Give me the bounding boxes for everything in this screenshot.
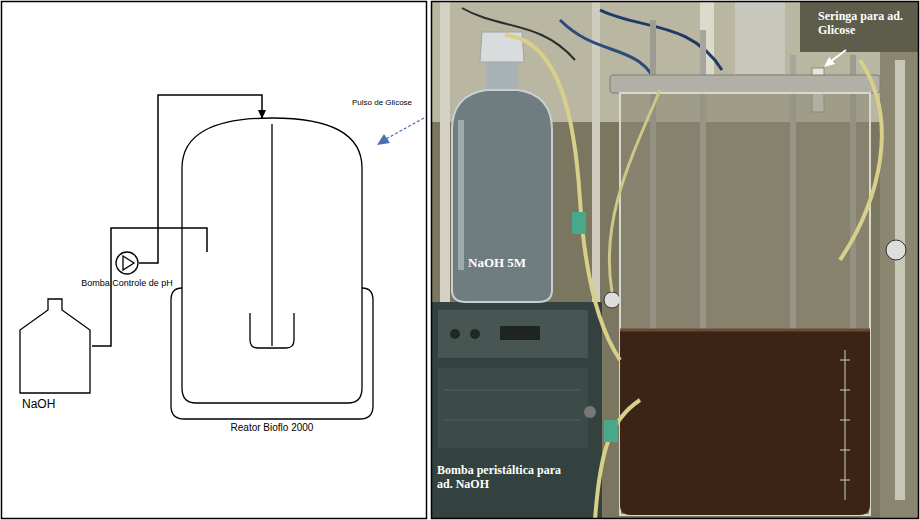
pointer-arrow <box>830 50 846 62</box>
silicone-tube <box>609 90 660 292</box>
pressure-gauge <box>886 240 906 260</box>
broth-surface <box>620 329 870 332</box>
lab-pipe <box>895 60 905 500</box>
vessel-outline <box>182 118 362 403</box>
silicone-tube <box>840 60 882 260</box>
node-label: Bomba Controle de pH <box>81 278 173 288</box>
knob <box>450 329 460 339</box>
pump-triangle <box>123 256 134 270</box>
photo-label: Seringa para ad. Glicose <box>818 10 906 38</box>
pointer-arrow-head <box>824 57 835 67</box>
controller-panel <box>438 310 588 358</box>
pulse-arrow-head <box>377 134 390 145</box>
tube-clamp <box>604 420 618 442</box>
silicone-tube <box>505 35 620 360</box>
gauge <box>584 406 596 418</box>
reagent-bottle-outline <box>18 298 92 394</box>
reagent-bottle: NaOH <box>18 298 92 394</box>
reactor-vessel-outline <box>170 118 374 420</box>
annotation: Pulso de Glicose <box>352 98 412 107</box>
pump-symbol-outline <box>115 251 139 275</box>
photo-label: Bomba peristáltica para ad. NaOH <box>437 464 565 492</box>
lab-pipe <box>440 2 450 302</box>
pressure-gauge <box>604 292 620 308</box>
tube-clamp <box>572 212 586 234</box>
photo-frame <box>432 2 919 519</box>
pump-circle <box>116 252 138 274</box>
controller-panel <box>438 368 588 448</box>
node-label: NaOH <box>22 398 55 412</box>
pump-symbol: Bomba Controle de pH <box>115 251 139 275</box>
photo <box>432 2 918 518</box>
controller-cabinet <box>432 302 602 518</box>
glass-highlight <box>458 120 464 270</box>
schematic-panel <box>2 2 427 519</box>
silicone-tube <box>595 400 640 518</box>
lab-pipe <box>592 2 600 302</box>
photo-label: NaOH 5M <box>468 256 526 271</box>
panel-line <box>444 390 580 391</box>
lab-wall <box>800 2 918 52</box>
pulse-arrow-line <box>386 118 424 139</box>
naoh-bottle <box>452 90 552 302</box>
node-label: Reator Bioflo 2000 <box>231 422 314 434</box>
volume-scale <box>840 350 850 500</box>
reactor-headplate <box>610 75 880 93</box>
photo-background <box>432 2 918 518</box>
culture-broth <box>620 330 870 515</box>
reactor-glass <box>620 93 870 515</box>
stirrer-motor <box>735 2 785 74</box>
panel-line <box>444 420 580 421</box>
connector-line <box>139 95 262 263</box>
reactor-vessel: Reator Bioflo 2000 <box>170 118 374 420</box>
lab-wall <box>880 2 918 518</box>
display <box>500 326 540 340</box>
knob <box>470 329 480 339</box>
bottle-outline <box>20 299 90 393</box>
impeller <box>250 313 294 348</box>
stirrer-shaft <box>271 124 272 346</box>
